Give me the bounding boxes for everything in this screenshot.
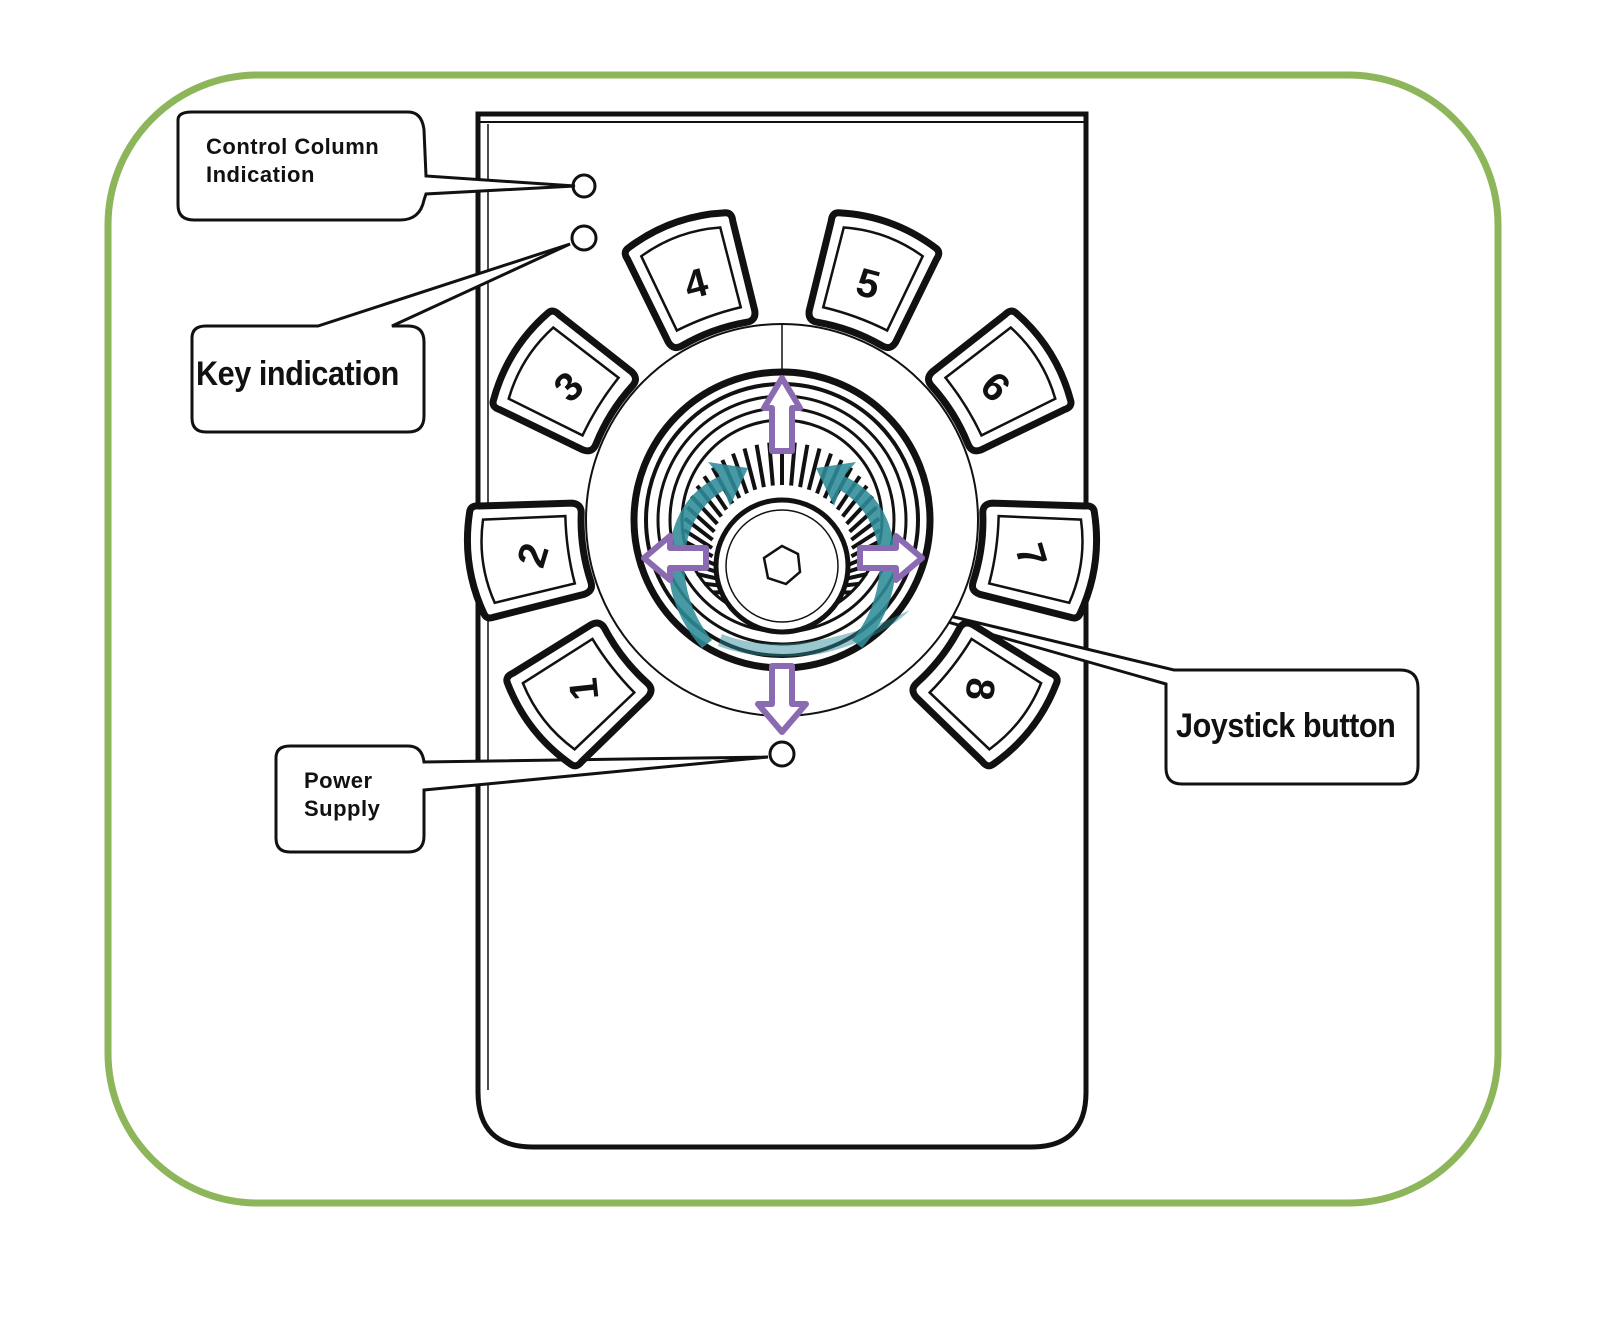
collar-rib bbox=[798, 444, 810, 488]
key-cap-outline bbox=[489, 307, 639, 455]
collar-rib bbox=[754, 444, 766, 488]
key-cap-outline bbox=[503, 619, 655, 770]
key-cap-outline bbox=[925, 307, 1075, 455]
rotate-arrows-icon bbox=[668, 462, 910, 657]
key-3[interactable]: 3 bbox=[484, 305, 644, 464]
joystick-button-center bbox=[762, 544, 802, 586]
key-cap-inner bbox=[943, 325, 1057, 438]
four-way-arrows-icon bbox=[641, 375, 925, 735]
key-cap-outline bbox=[463, 499, 596, 622]
arrow-left-icon bbox=[641, 533, 709, 583]
power-led bbox=[768, 740, 796, 768]
key-cap-inner bbox=[821, 226, 925, 333]
key-label: 8 bbox=[957, 676, 1003, 703]
key-7[interactable]: 7 bbox=[968, 492, 1103, 622]
label-joystick-button: Joystick button bbox=[1176, 707, 1396, 745]
key-1[interactable]: 1 bbox=[498, 611, 661, 773]
control-column-led bbox=[571, 173, 597, 199]
key-4[interactable]: 4 bbox=[621, 204, 768, 354]
label-key-indication: Key indication bbox=[196, 355, 399, 393]
label-power-supply: Power Supply bbox=[304, 768, 381, 821]
key-cap-inner bbox=[987, 514, 1084, 605]
arrow-right-icon bbox=[857, 533, 925, 583]
key-label: 1 bbox=[561, 676, 607, 703]
callout-key-indication bbox=[190, 242, 571, 434]
key-cap-outline bbox=[968, 499, 1101, 622]
key-cap-inner bbox=[639, 226, 743, 333]
arrow-up-icon bbox=[761, 375, 803, 454]
key-cap-inner bbox=[927, 637, 1043, 751]
key-cap-outline bbox=[909, 619, 1061, 770]
key-6[interactable]: 6 bbox=[920, 305, 1080, 464]
key-8[interactable]: 8 bbox=[903, 611, 1066, 773]
key-cap-inner bbox=[507, 325, 621, 438]
key-cap-inner bbox=[521, 637, 637, 751]
collar-rib bbox=[806, 448, 822, 491]
outer-frame bbox=[104, 71, 1502, 1207]
callout-power-supply bbox=[274, 744, 769, 854]
label-control-column: Control Column Indication bbox=[206, 134, 380, 187]
key-led bbox=[570, 224, 598, 252]
key-5[interactable]: 5 bbox=[797, 204, 944, 354]
collar-rib bbox=[742, 448, 758, 491]
callout-control-column bbox=[176, 110, 576, 222]
arrow-down-icon bbox=[755, 663, 809, 735]
key-cap-inner bbox=[480, 514, 577, 605]
key-2[interactable]: 2 bbox=[461, 492, 596, 622]
callout-joystick-button bbox=[799, 578, 1420, 786]
